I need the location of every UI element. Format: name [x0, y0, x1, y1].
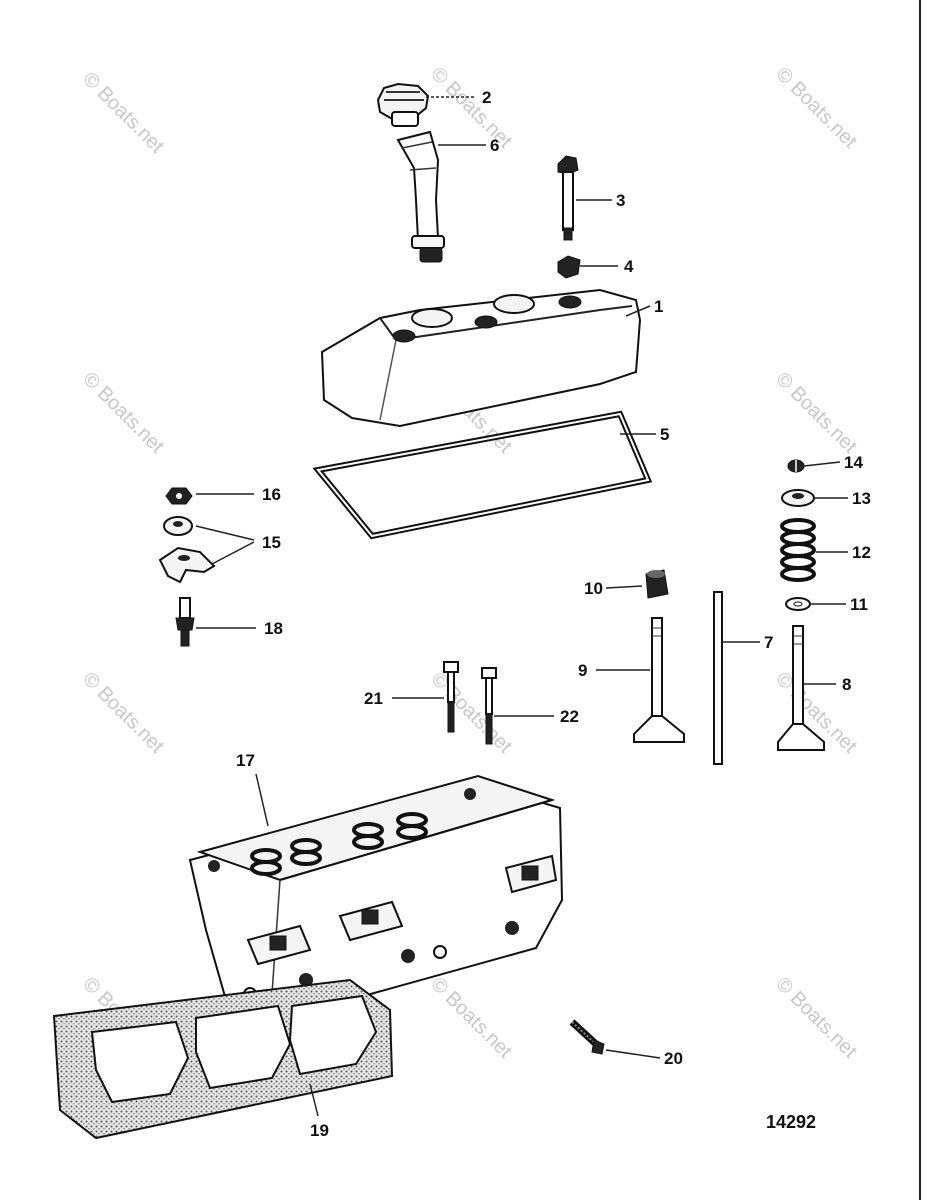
callout-8: 8	[842, 675, 851, 694]
watermark: © Boats.net	[426, 63, 516, 153]
watermark: © Boats.net	[78, 668, 168, 758]
cover-bolt-part	[557, 155, 579, 241]
watermark: © Boats.net	[426, 668, 516, 758]
rocker-arm-part	[158, 546, 216, 584]
rocker-ball-part	[163, 516, 193, 536]
figure-number: 14292	[766, 1112, 816, 1132]
intake-valve-part	[633, 617, 685, 743]
callout-11: 11	[850, 595, 868, 614]
valve-seal-part	[645, 569, 669, 599]
callout-4: 4	[624, 257, 634, 276]
rocker-stud-part	[175, 597, 195, 647]
callout-9: 9	[578, 661, 587, 680]
callout-18: 18	[264, 619, 283, 638]
watermark: © Boats.net	[771, 973, 861, 1063]
callout-17: 17	[236, 751, 255, 770]
cylinder-head-part	[188, 774, 564, 1024]
callout-7: 7	[764, 633, 773, 652]
callout-14: 14	[844, 453, 863, 472]
small-bolt-part	[569, 1019, 605, 1055]
callout-16: 16	[262, 485, 281, 504]
head-gasket-part	[52, 978, 394, 1140]
valve-spring-part	[780, 518, 816, 582]
spring-shim-part	[785, 597, 811, 611]
watermark: © Boats.net	[771, 63, 861, 153]
watermark: © Boats.net	[771, 368, 861, 458]
watermark: © Boats.net	[78, 68, 168, 158]
leader-lines	[195, 96, 848, 1117]
head-bolt-long-part	[481, 667, 497, 745]
callout-22: 22	[560, 707, 579, 726]
watermark: © Boats.net	[426, 973, 516, 1063]
callout-13: 13	[852, 489, 871, 508]
callout-10: 10	[584, 579, 603, 598]
callout-6: 6	[490, 136, 499, 155]
oil-fill-tube-part	[396, 130, 445, 263]
callout-1: 1	[654, 297, 663, 316]
valve-keys-part	[787, 459, 805, 473]
exhaust-valve-part	[777, 625, 825, 751]
callout-20: 20	[664, 1049, 683, 1068]
callout-19: 19	[310, 1121, 329, 1140]
push-rod-part	[713, 591, 723, 765]
callout-5: 5	[660, 425, 669, 444]
oil-fill-cap-part	[376, 82, 430, 127]
head-bolt-short-part	[443, 661, 459, 733]
grommet-part	[557, 255, 581, 279]
cover-gasket-part	[312, 410, 653, 540]
spring-retainer-part	[781, 489, 815, 507]
watermark: © Boats.net	[78, 368, 168, 458]
callout-2: 2	[482, 88, 491, 107]
rocker-nut-part	[165, 487, 193, 505]
callout-12: 12	[852, 543, 871, 562]
rocker-cover-part	[320, 288, 642, 428]
callout-labels: 2 6 3 4 1 5 14 13 12 11 8 7 10 9 16 15 1…	[236, 88, 871, 1140]
callout-15: 15	[262, 533, 281, 552]
callout-3: 3	[616, 191, 625, 210]
callout-21: 21	[364, 689, 383, 708]
